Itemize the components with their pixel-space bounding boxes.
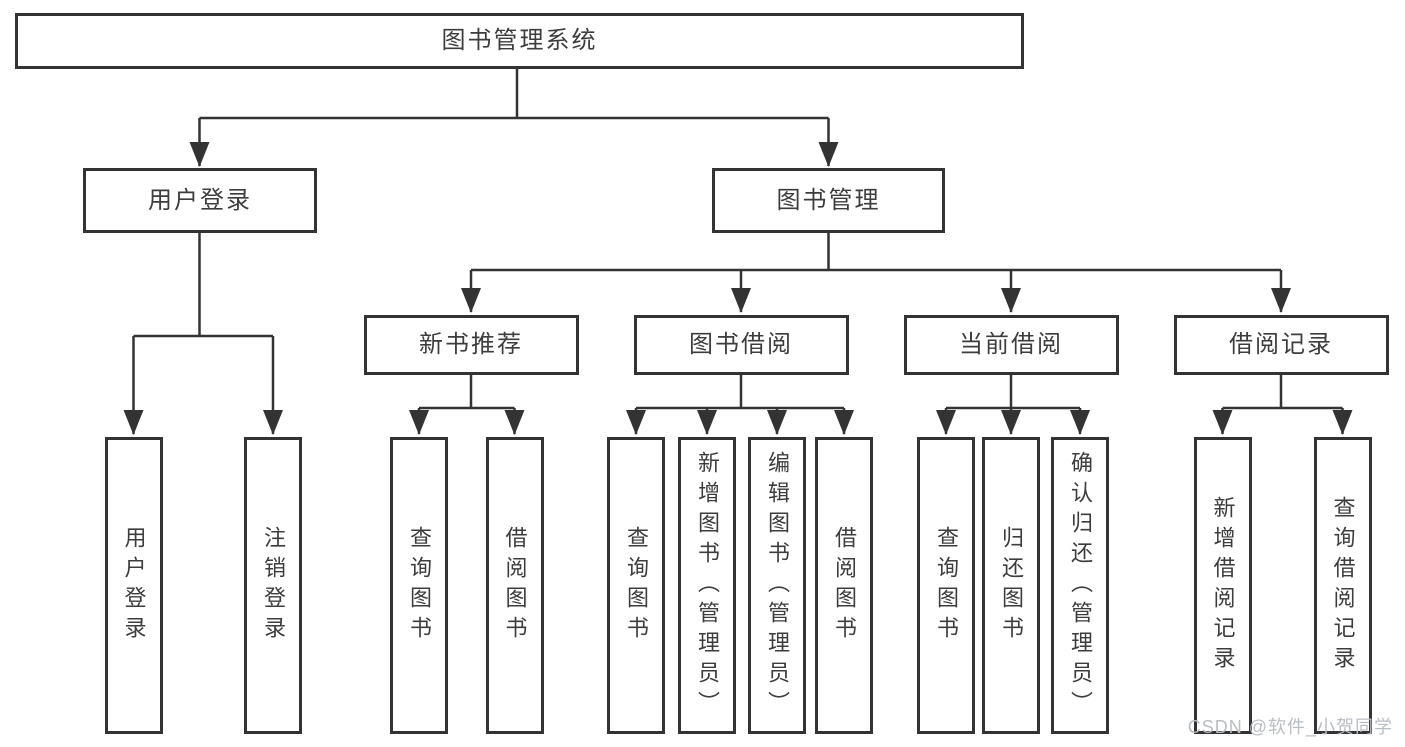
node-add-book-admin: 新增图书（管理员） bbox=[678, 437, 736, 734]
node-logout: 注销登录 bbox=[244, 437, 302, 734]
trunk-records bbox=[1222, 375, 1343, 410]
node-new-book-recommendation: 新书推荐 bbox=[363, 315, 579, 375]
node-add-borrow-record-label: 新增借阅记录 bbox=[1210, 495, 1236, 676]
node-query-borrow-record: 查询借阅记录 bbox=[1313, 437, 1372, 734]
node-edit-book-admin: 编辑图书（管理员） bbox=[748, 437, 806, 734]
trunk-mgmt bbox=[471, 233, 1281, 272]
node-query-books-recommend: 查询图书 bbox=[390, 437, 448, 734]
trunk-root bbox=[199, 69, 829, 120]
trunk-current bbox=[946, 375, 1080, 410]
node-book-management: 图书管理 bbox=[712, 168, 945, 233]
node-query-books-current: 查询图书 bbox=[917, 437, 975, 734]
node-new-book-recommendation-label: 新书推荐 bbox=[419, 331, 523, 358]
node-user-login-label: 用户登录 bbox=[121, 525, 147, 646]
node-borrow-books-recommend: 借阅图书 bbox=[485, 437, 544, 734]
node-borrow-books-label: 借阅图书 bbox=[832, 525, 857, 646]
node-confirm-return-admin-label: 确认归还（管理员） bbox=[1068, 450, 1093, 721]
node-current-borrowing: 当前借阅 bbox=[903, 315, 1119, 375]
trunk-borrow bbox=[636, 375, 844, 410]
node-book-management-label: 图书管理 bbox=[776, 186, 881, 214]
node-logout-label: 注销登录 bbox=[261, 525, 286, 646]
node-confirm-return-admin: 确认归还（管理员） bbox=[1051, 437, 1109, 734]
node-user-login-branch: 用户登录 bbox=[83, 168, 317, 233]
node-user-login-branch-label: 用户登录 bbox=[148, 186, 252, 214]
node-edit-book-admin-label: 编辑图书（管理员） bbox=[765, 450, 790, 721]
trunk-recommend bbox=[419, 375, 515, 410]
node-return-book: 归还图书 bbox=[982, 437, 1040, 734]
node-add-borrow-record: 新增借阅记录 bbox=[1193, 437, 1252, 734]
node-return-book-label: 归还图书 bbox=[999, 525, 1024, 646]
node-query-books-recommend-label: 查询图书 bbox=[407, 525, 432, 646]
node-add-book-admin-label: 新增图书（管理员） bbox=[695, 450, 720, 721]
node-query-borrow-record-label: 查询借阅记录 bbox=[1330, 495, 1356, 676]
node-borrow-books-recommend-label: 借阅图书 bbox=[502, 525, 528, 646]
node-library-management-system-label: 图书管理系统 bbox=[441, 27, 598, 54]
node-query-books-current-label: 查询图书 bbox=[934, 525, 959, 646]
node-query-books-borrow-label: 查询图书 bbox=[624, 525, 649, 646]
node-current-borrowing-label: 当前借阅 bbox=[959, 331, 1063, 358]
node-book-borrowing: 图书借阅 bbox=[633, 315, 849, 375]
csdn-watermark: CSDN @软件_小贺同学 bbox=[1187, 717, 1393, 737]
node-borrowing-records-label: 借阅记录 bbox=[1229, 331, 1333, 358]
node-user-login: 用户登录 bbox=[104, 437, 163, 734]
node-query-books-borrow: 查询图书 bbox=[607, 437, 665, 734]
trunk-login bbox=[133, 233, 273, 338]
node-library-management-system: 图书管理系统 bbox=[15, 13, 1024, 69]
node-borrow-books: 借阅图书 bbox=[815, 437, 873, 734]
node-borrowing-records: 借阅记录 bbox=[1173, 315, 1389, 375]
node-book-borrowing-label: 图书借阅 bbox=[689, 331, 793, 358]
